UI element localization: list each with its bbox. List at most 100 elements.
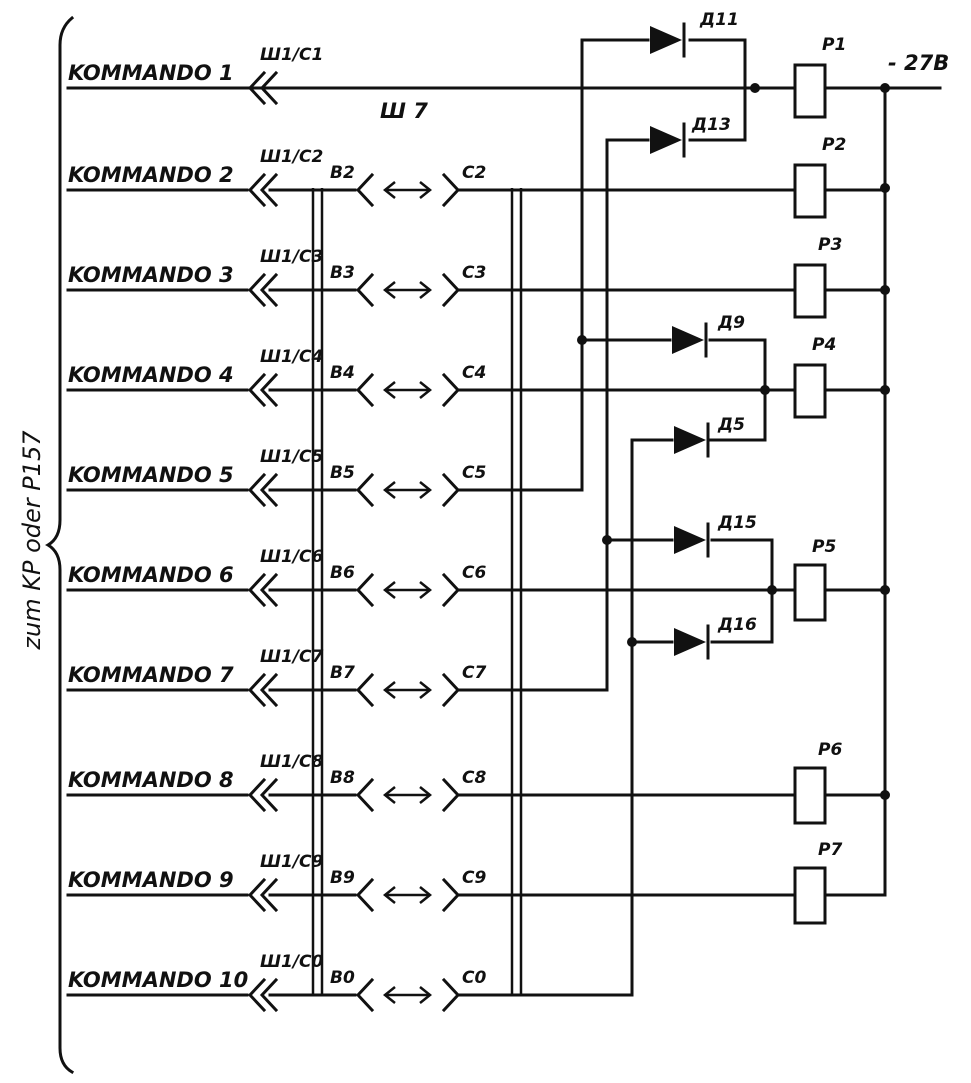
connector-c-7 [441, 672, 461, 708]
relay-label-p4: P4 [812, 335, 836, 355]
c-label-8: C8 [462, 768, 486, 788]
connector-label-9: Ш1/C9 [260, 852, 324, 872]
c-label-10: C0 [462, 968, 486, 988]
relay-label-p6: P6 [818, 740, 842, 760]
relay-p1 [793, 63, 827, 119]
c-label-6: C6 [462, 563, 486, 583]
connector-label-2: Ш1/C2 [260, 147, 323, 167]
connector-b-5 [355, 472, 375, 508]
connector-b-3 [355, 272, 375, 308]
connector-w1-7 [247, 672, 279, 708]
junctions [577, 83, 890, 800]
connector-label-7: Ш1/C7 [260, 647, 324, 667]
connector-b-4 [355, 372, 375, 408]
b-label-6: B6 [330, 563, 355, 583]
connector-b-6 [355, 572, 375, 608]
diode-label-d5: Д5 [717, 415, 745, 435]
diode-d9 [672, 322, 708, 358]
diode-label-d15: Д15 [717, 513, 757, 533]
connector-c-8 [441, 777, 461, 813]
command-label-6: KOMMANDO 6 [68, 563, 234, 587]
connector-label-8: Ш1/C8 [260, 752, 324, 772]
connector-w1-1 [247, 70, 279, 106]
connector-c-10 [441, 977, 461, 1013]
relay-p5 [793, 563, 827, 622]
relay-p4 [793, 363, 827, 419]
wire-d11-d13-out [688, 38, 747, 142]
arrow-right-3 [419, 281, 433, 299]
c-label-2: C2 [462, 163, 486, 183]
c-label-3: C3 [462, 263, 486, 283]
connector-w1-2 [247, 172, 279, 208]
arrow-left-6 [382, 581, 396, 599]
connector-b-9 [355, 877, 375, 913]
diode-label-d9: Д9 [717, 313, 745, 333]
diode-d11 [650, 22, 686, 58]
connector-c-3 [441, 272, 461, 308]
connector-label-10: Ш1/C0 [260, 952, 324, 972]
diode-d5 [674, 422, 710, 458]
arrow-right-9 [419, 886, 433, 904]
diode-d15 [674, 522, 710, 558]
relay-label-p7: P7 [818, 840, 842, 860]
relay-label-p5: P5 [812, 537, 836, 557]
diode-d13 [650, 122, 686, 158]
command-label-4: KOMMANDO 4 [68, 363, 234, 387]
diode-label-d13: Д13 [691, 115, 731, 135]
arrow-right-5 [419, 481, 433, 499]
arrow-right-8 [419, 786, 433, 804]
relay-label-p3: P3 [818, 235, 842, 255]
diode-label-d16: Д16 [717, 615, 757, 635]
arrow-left-5 [382, 481, 396, 499]
b-label-9: B9 [330, 868, 355, 888]
arrow-left-3 [382, 281, 396, 299]
arrow-right-6 [419, 581, 433, 599]
connector-b-8 [355, 777, 375, 813]
arrow-right-4 [419, 381, 433, 399]
relay-p2 [793, 163, 827, 219]
command-label-3: KOMMANDO 3 [68, 263, 234, 287]
arrow-left-4 [382, 381, 396, 399]
connector-label-5: Ш1/C5 [260, 447, 323, 467]
arrow-right-10 [419, 986, 433, 1004]
arrow-left-2 [382, 181, 396, 199]
command-label-2: KOMMANDO 2 [68, 163, 234, 187]
connector-c-2 [441, 172, 461, 208]
arrow-right-2 [419, 181, 433, 199]
cable-label: Ш 7 [380, 99, 428, 123]
arrow-left-9 [382, 886, 396, 904]
b-label-5: B5 [330, 463, 355, 483]
connector-b-10 [355, 977, 375, 1013]
connector-c-4 [441, 372, 461, 408]
relay-label-p1: P1 [822, 35, 846, 55]
connector-b-2 [355, 172, 375, 208]
connector-w1-6 [247, 572, 279, 608]
command-label-9: KOMMANDO 9 [68, 868, 234, 892]
connector-w1-5 [247, 472, 279, 508]
relay-p6 [793, 766, 827, 825]
c-label-9: C9 [462, 868, 486, 888]
b-label-10: B0 [330, 968, 355, 988]
b-label-3: B3 [330, 263, 355, 283]
connector-w1-9 [247, 877, 279, 913]
b-label-4: B4 [330, 363, 355, 383]
command-label-8: KOMMANDO 8 [68, 768, 234, 792]
connector-c-5 [441, 472, 461, 508]
diode-label-d11: Д11 [699, 10, 739, 30]
connector-label-4: Ш1/C4 [260, 347, 323, 367]
connector-w1-8 [247, 777, 279, 813]
command-label-10: KOMMANDO 10 [68, 968, 248, 992]
relay-p3 [793, 263, 827, 319]
arrow-left-7 [382, 681, 396, 699]
relay-p7 [793, 866, 827, 925]
c-label-4: C4 [462, 363, 486, 383]
connector-c-6 [441, 572, 461, 608]
b-label-2: B2 [330, 163, 355, 183]
arrow-left-8 [382, 786, 396, 804]
connector-label-6: Ш1/C6 [260, 547, 324, 567]
relay-label-p2: P2 [822, 135, 846, 155]
connector-b-7 [355, 672, 375, 708]
command-label-5: KOMMANDO 5 [68, 463, 234, 487]
